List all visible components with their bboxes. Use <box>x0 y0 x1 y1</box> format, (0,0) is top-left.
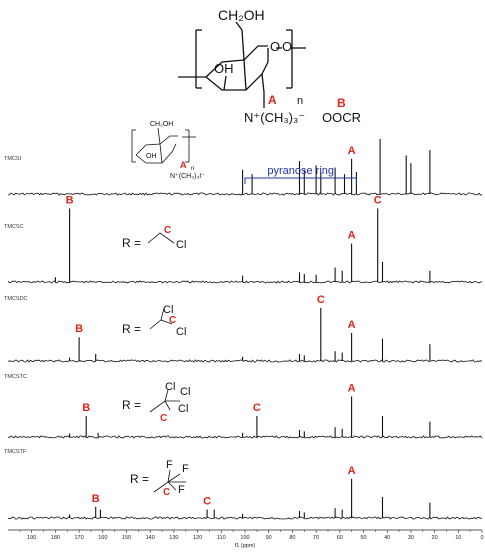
tick-label: 60 <box>337 535 343 541</box>
ring-oxygen: O <box>270 39 280 54</box>
tick-label: 40 <box>384 535 390 541</box>
tick-label: 10 <box>455 535 461 541</box>
r-eq-2: R = <box>122 322 141 336</box>
baseline <box>7 359 483 363</box>
r1-cl: Cl <box>176 239 186 251</box>
main-label-b: B <box>337 96 346 110</box>
baseline <box>7 516 483 520</box>
small-n: n <box>191 166 194 172</box>
r4-f-1: F <box>166 459 173 471</box>
r2-cl-1: Cl <box>163 304 173 316</box>
peak-label-a: A <box>348 230 356 242</box>
tick-label: 160 <box>98 535 107 541</box>
tick-label: 120 <box>193 535 202 541</box>
baseline <box>7 435 483 439</box>
peak-label-a: A <box>348 382 356 394</box>
tick-label: 180 <box>51 535 60 541</box>
spectrum-tmcstc: B C A TMCSTC <box>4 374 483 439</box>
spectrum-tmcsdc: B C A TMCSDC <box>4 294 483 363</box>
r2-cl-2: Cl <box>176 326 186 338</box>
spectrum-label: TMCSTC <box>4 374 27 380</box>
peak-label-b: B <box>66 194 74 206</box>
r3-carbon-c: C <box>160 413 167 424</box>
peak-label-a: A <box>348 145 356 157</box>
tick-label: 140 <box>146 535 155 541</box>
r-group-tmcsc: R = C Cl <box>122 225 186 251</box>
tick-label: 80 <box>289 535 295 541</box>
pyranose-ring-label: pyranose ring <box>267 165 334 177</box>
peak-label-c: C <box>317 294 325 306</box>
main-structure: CH₂OH O O OH n N⁺(CH₃)₃⁻ OOCR A B <box>178 7 361 125</box>
tick-label: 0 <box>480 535 483 541</box>
x-axis-label: f1 (ppm) <box>235 543 256 549</box>
baseline <box>7 280 483 284</box>
baseline <box>8 192 483 196</box>
small-oh: OH <box>146 153 157 160</box>
peak-label-c: C <box>253 402 261 414</box>
tick-label: 90 <box>266 535 272 541</box>
r4-f-2: F <box>182 463 189 475</box>
tick-label: 110 <box>217 535 226 541</box>
peak-label-b: B <box>82 402 90 414</box>
small-ammonium: N⁺(CH₃)₃I⁻ <box>170 173 205 180</box>
r-eq-3: R = <box>122 398 141 412</box>
peak-label-a: A <box>348 465 356 477</box>
r4-f-3: F <box>178 484 185 496</box>
tick-label: 20 <box>432 535 438 541</box>
r3-cl-3: Cl <box>178 403 188 415</box>
main-label-a: A <box>268 93 277 107</box>
r-eq-4: R = <box>130 472 149 486</box>
peak-label-b: B <box>75 323 83 335</box>
r-group-tmcstc: R = Cl Cl Cl C <box>122 381 190 424</box>
r2-carbon-c: C <box>169 315 176 326</box>
peak-label-b: B <box>92 493 100 505</box>
r3-cl-1: Cl <box>165 381 175 393</box>
small-label-a: A <box>180 160 187 170</box>
peak-label-c: C <box>203 496 211 508</box>
tick-label: 150 <box>122 535 131 541</box>
spectrum-tmcstf: B C A TMCSTF <box>4 449 483 520</box>
tick-label: 170 <box>75 535 84 541</box>
ch2oh-label: CH₂OH <box>218 7 265 23</box>
spectrum-label: TMCSTF <box>4 449 27 455</box>
spectra-group: A TMCSI B A C TMCSC B C A TMCSDC B C A TMCSTC B C A TMCST… <box>4 139 483 520</box>
spectrum-label: TMCSC <box>4 224 24 230</box>
r-eq-1: R = <box>122 236 141 250</box>
r-group-tmcstf: R = F F F C <box>130 459 189 498</box>
glycosidic-oxygen: O <box>282 39 292 54</box>
small-ch2oh: CH₂OH <box>150 121 173 128</box>
peak-label-c: C <box>374 194 382 206</box>
spectrum-label: TMCSI <box>4 156 22 162</box>
peak-label-a: A <box>348 319 356 331</box>
r1-carbon-c: C <box>164 225 171 236</box>
small-structure: CH₂OH OH n N⁺(CH₃)₃I⁻ A <box>131 121 205 180</box>
oh-label: OH <box>214 61 234 76</box>
tick-label: 50 <box>360 535 366 541</box>
spectrum-tmcsi: A TMCSI <box>4 139 483 196</box>
n-subscript: n <box>297 95 303 107</box>
spectrum-tmcsc: B A C TMCSC <box>4 194 483 284</box>
r3-cl-2: Cl <box>180 386 190 398</box>
tick-label: 70 <box>313 535 319 541</box>
counterion-label: OOCR <box>322 110 361 125</box>
tick-label: 190 <box>27 535 36 541</box>
tick-label: 100 <box>240 535 249 541</box>
spectrum-label: TMCSDC <box>4 296 28 302</box>
r-group-tmcsdc: R = Cl C Cl <box>122 304 186 338</box>
r4-carbon-c: C <box>163 487 170 498</box>
tick-label: 130 <box>169 535 178 541</box>
pyranose-bracket: pyranose ring <box>244 165 357 184</box>
tick-label: 30 <box>408 535 414 541</box>
ammonium-label: N⁺(CH₃)₃⁻ <box>244 110 305 125</box>
